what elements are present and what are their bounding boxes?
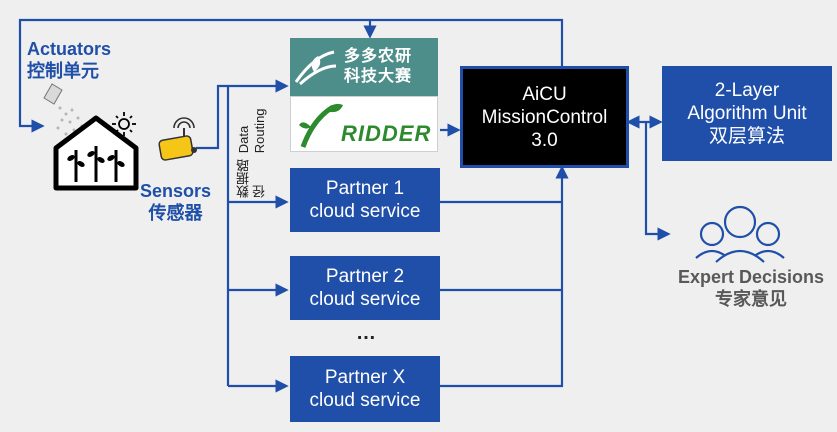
data-routing-en: Data Routing: [236, 108, 267, 154]
ridder-logo: RIDDER: [290, 96, 438, 152]
farm-leaf-icon: [294, 50, 337, 86]
mission-control-box: AiCU MissionControl 3.0: [460, 66, 629, 168]
partner-return-line: [440, 165, 569, 388]
data-routing-label: Data Routing 数据路径: [233, 88, 271, 198]
expert-zh: 专家意见: [715, 289, 787, 309]
mission-control-line1: AiCU: [522, 83, 567, 105]
expert-group-icon: [695, 205, 785, 263]
logo-text-line1: 多多农研: [344, 48, 413, 65]
data-routing-zh: 数据路径: [236, 159, 267, 198]
logo-text-line2: 科技大赛: [344, 68, 413, 85]
sensors-zh: 传感器: [148, 203, 203, 223]
partner-1-name: Partner 1: [325, 178, 405, 199]
mission-control-line2: MissionControl: [481, 106, 608, 128]
expert-en: Expert Decisions: [677, 267, 825, 287]
sun-icon: [112, 112, 136, 136]
mission-control-line3: 3.0: [531, 129, 558, 151]
algorithm-unit-line1: 2-Layer: [714, 80, 780, 101]
actuators-label: Actuators 控制单元: [27, 38, 111, 82]
partner-2-service: cloud service: [309, 289, 421, 310]
sensors-en: Sensors: [140, 181, 212, 201]
sensors-label: Sensors 传感器: [140, 180, 211, 224]
actuators-en: Actuators: [27, 39, 112, 59]
more-partners-ellipsis: …: [356, 322, 376, 344]
greenhouse-icon: [53, 115, 139, 191]
sensor-device-icon: [158, 117, 197, 161]
ridder-sprout-icon: [299, 103, 343, 148]
ridder-text: RIDDER: [341, 121, 432, 146]
algorithm-unit-line3: 双层算法: [708, 126, 785, 147]
actuators-zh: 控制单元: [27, 61, 99, 81]
competition-logo: 多多农研 科技大赛: [290, 38, 438, 96]
partner-x-name: Partner X: [324, 367, 406, 388]
partner-2-box: Partner 2 cloud service: [290, 256, 440, 320]
algorithm-unit-line2: Algorithm Unit: [687, 103, 807, 124]
partner-1-service: cloud service: [309, 201, 421, 222]
partner-x-service: cloud service: [309, 390, 421, 411]
expert-decisions-label: Expert Decisions 专家意见: [668, 266, 834, 310]
actuator-feedback-line: [18, 18, 564, 133]
algorithm-unit-box: 2-Layer Algorithm Unit 双层算法: [662, 66, 832, 161]
expert-branch-line: [644, 122, 671, 241]
partner-1-box: Partner 1 cloud service: [290, 168, 440, 232]
partner-2-name: Partner 2: [325, 266, 405, 287]
partner-x-box: Partner X cloud service: [290, 356, 440, 422]
sensor-routing-line: [196, 84, 228, 150]
